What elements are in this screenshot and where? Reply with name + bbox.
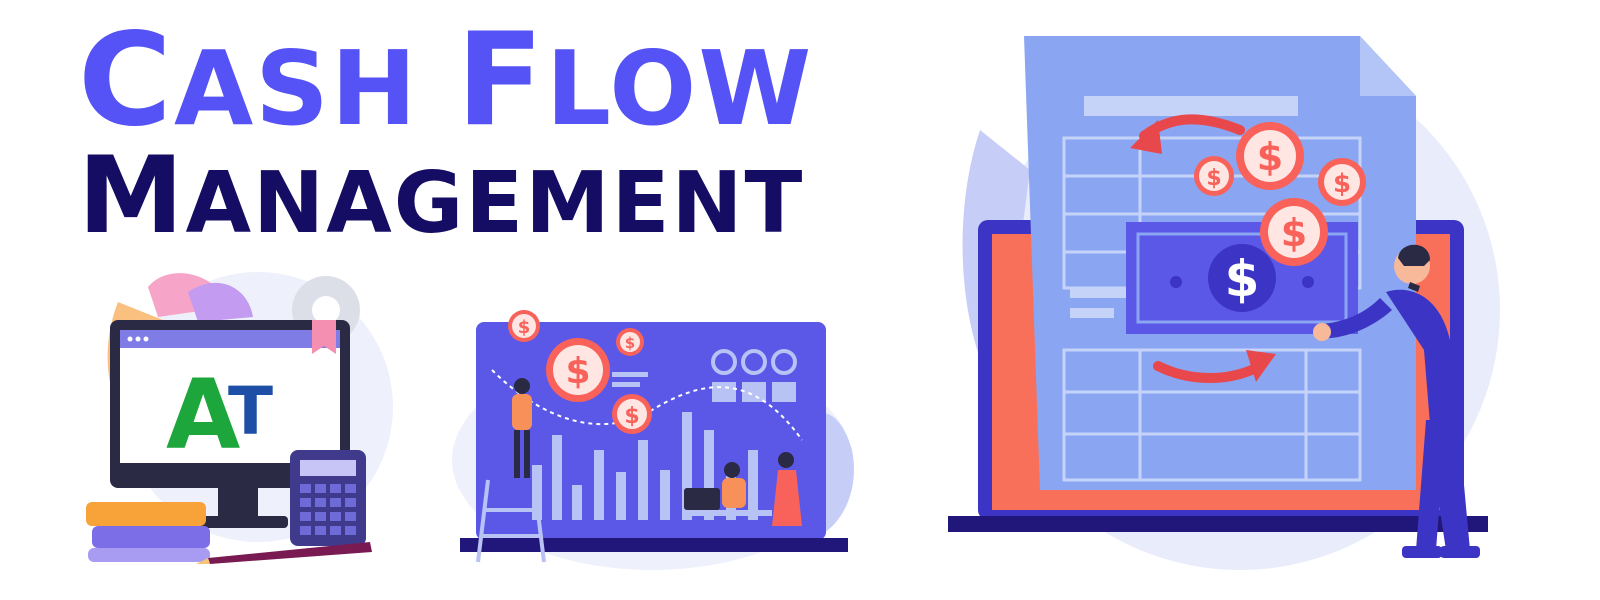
gauge-icon [711,349,797,375]
logo-letter-a: A [166,359,240,471]
monitor-illustration: A T [86,272,393,564]
monitor-icon [110,320,350,528]
svg-text:$: $ [625,334,635,352]
svg-text:$: $ [1281,211,1307,255]
arrow-head [1246,350,1276,382]
arrow-head [1130,120,1162,154]
svg-text:$: $ [1257,135,1283,179]
logo-letter-t: T [228,373,273,450]
coin-icon: $ [546,338,610,402]
coin-icon: $ [1260,198,1328,266]
person-icon [682,452,802,526]
dashboard-scene: $ $ $ $ [452,300,872,582]
coin-icon: $ [616,328,644,356]
coin-icon: $ [1194,156,1234,196]
trend-line [491,369,803,441]
leaf-shape [188,282,253,322]
dashboard-illustration: $ $ $ $ [452,310,854,570]
coin-icon: $ [1236,122,1304,190]
coin-icon: $ [508,310,540,342]
pencil-icon [196,542,372,564]
title-cash-flow: CASH FLOW [78,6,814,155]
monitor-scene: A T [78,262,408,582]
coin-icon: $ [612,394,652,434]
svg-text:$: $ [1225,250,1260,308]
svg-text:$: $ [1333,169,1351,199]
svg-text:$: $ [565,351,590,392]
coin-icon: $ [1318,158,1366,206]
title-management: MANAGEMENT [78,134,805,257]
cash-document-scene: $ $ $ $ $ [940,20,1520,580]
arrow-icon [1153,361,1265,383]
company-logo: A T [166,359,273,471]
ladder-icon [476,479,546,563]
calculator-icon [290,450,366,546]
person-icon [512,378,532,478]
person-icon [1313,244,1480,558]
svg-text:$: $ [1206,166,1221,191]
books-icon [86,502,210,562]
svg-text:$: $ [518,317,531,338]
cash-document-illustration: $ $ $ $ $ [948,36,1500,570]
svg-text:$: $ [624,404,639,429]
